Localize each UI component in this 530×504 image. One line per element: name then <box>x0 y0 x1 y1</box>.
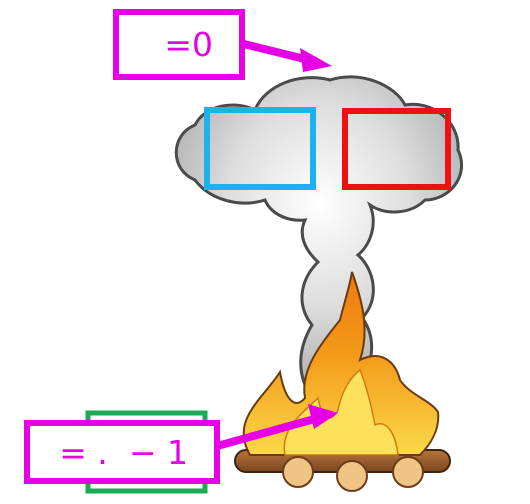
log-end-right <box>392 456 424 488</box>
fire-flames <box>242 271 440 456</box>
bottom-annotation-box: = . − 1 <box>24 420 220 484</box>
firewood-logs <box>234 449 451 492</box>
top-annotation-box: =0 <box>113 9 245 80</box>
top-arrow <box>240 40 332 72</box>
bottom-arrow <box>199 404 338 454</box>
log-end-left <box>282 456 314 488</box>
log-end-middle <box>336 460 368 492</box>
bottom-annotation-text: = . − 1 <box>59 432 188 472</box>
red-highlight-box <box>342 108 451 190</box>
smoke-cloud <box>174 75 464 397</box>
top-annotation-text: =0 <box>164 25 213 64</box>
blue-highlight-box <box>204 107 316 190</box>
